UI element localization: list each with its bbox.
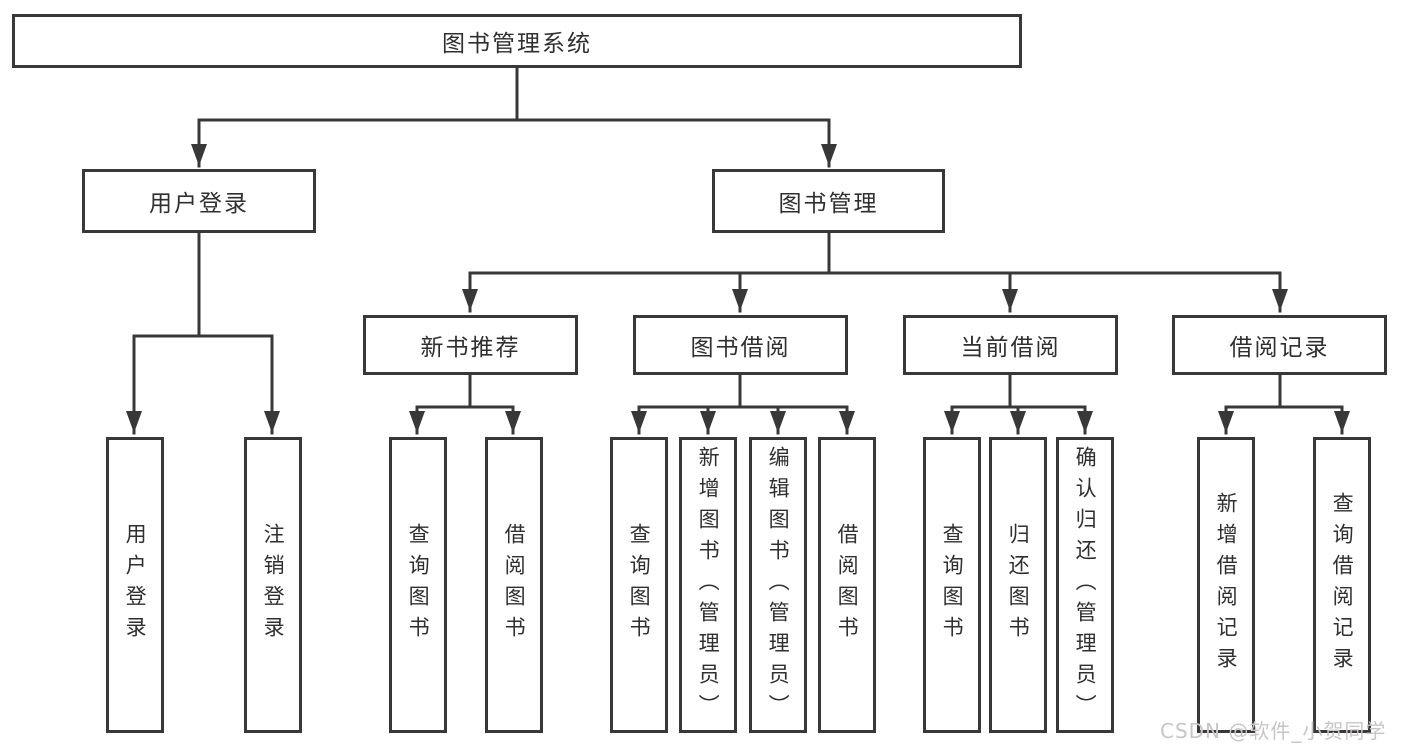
node-book-management-label: 图书管理: [778, 191, 879, 217]
leaf-records-query-record-label: 查询借阅记录: [1330, 492, 1355, 678]
node-new-book-recommend: 新书推荐: [363, 315, 578, 375]
leaf-rec-borrow-books: 借阅图书: [485, 437, 543, 733]
node-user-login-label: 用户登录: [149, 191, 249, 217]
leaf-records-add-record-label: 新增借阅记录: [1214, 492, 1239, 678]
leaf-rec-query-books: 查询图书: [389, 437, 447, 733]
leaf-current-confirm-return-admin-label: 确认归还（管理员）: [1073, 445, 1098, 725]
node-new-book-recommend-label: 新书推荐: [420, 335, 521, 361]
leaf-rec-borrow-books-label: 借阅图书: [502, 523, 527, 647]
node-book-borrow: 图书借阅: [633, 315, 848, 375]
leaf-login-logout: 注销登录: [244, 437, 302, 733]
leaf-borrow-edit-books-admin-label: 编辑图书（管理员）: [766, 445, 791, 725]
node-current-borrow: 当前借阅: [903, 315, 1118, 375]
node-book-management: 图书管理: [712, 169, 945, 233]
node-borrow-records: 借阅记录: [1172, 315, 1387, 375]
leaf-login-user-login: 用户登录: [106, 437, 164, 733]
leaf-login-user-login-label: 用户登录: [123, 523, 148, 647]
leaf-borrow-add-books-admin: 新增图书（管理员）: [679, 437, 737, 733]
leaf-current-query-books: 查询图书: [923, 437, 981, 733]
node-library-system: 图书管理系统: [12, 14, 1022, 68]
leaf-current-return-books-label: 归还图书: [1006, 523, 1031, 647]
node-current-borrow-label: 当前借阅: [960, 335, 1061, 361]
leaf-records-query-record: 查询借阅记录: [1313, 437, 1371, 733]
leaf-current-return-books: 归还图书: [989, 437, 1047, 733]
node-borrow-records-label: 借阅记录: [1229, 335, 1330, 361]
node-library-system-label: 图书管理系统: [442, 31, 592, 57]
leaf-borrow-query-books-label: 查询图书: [627, 523, 652, 647]
leaf-borrow-edit-books-admin: 编辑图书（管理员）: [749, 437, 807, 733]
leaf-login-logout-label: 注销登录: [261, 523, 286, 647]
node-book-borrow-label: 图书借阅: [690, 335, 791, 361]
leaf-borrow-query-books: 查询图书: [610, 437, 668, 733]
leaf-current-confirm-return-admin: 确认归还（管理员）: [1056, 437, 1114, 733]
csdn-watermark: CSDN @软件_小贺同学: [1160, 719, 1387, 743]
node-user-login: 用户登录: [82, 169, 316, 233]
leaf-rec-query-books-label: 查询图书: [406, 523, 431, 647]
leaf-borrow-borrow-books: 借阅图书: [818, 437, 876, 733]
leaf-borrow-add-books-admin-label: 新增图书（管理员）: [696, 445, 721, 725]
leaf-current-query-books-label: 查询图书: [940, 523, 965, 647]
leaf-records-add-record: 新增借阅记录: [1197, 437, 1255, 733]
leaf-borrow-borrow-books-label: 借阅图书: [835, 523, 860, 647]
